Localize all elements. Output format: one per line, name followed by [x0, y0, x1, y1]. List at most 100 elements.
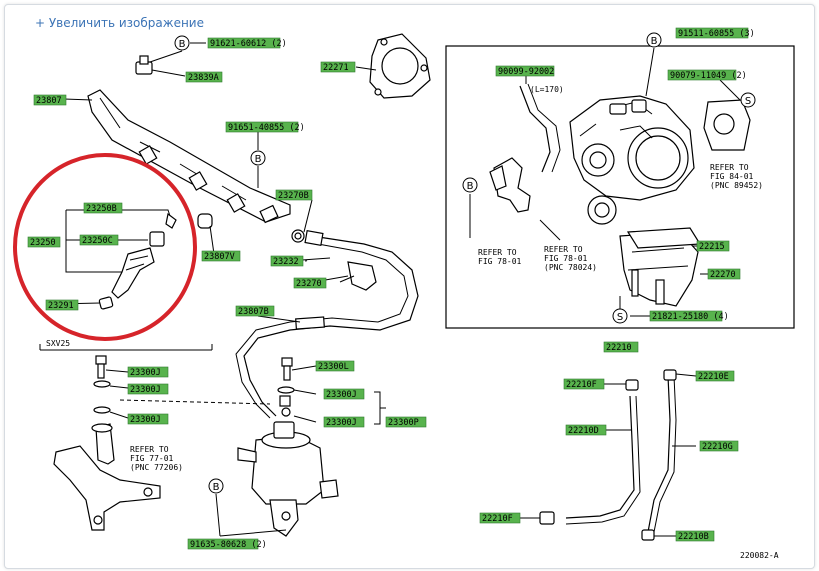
marker-b-3: B: [646, 32, 662, 48]
tag-23270[interactable]: 23270: [293, 277, 327, 289]
svg-text:21821-25180 (4): 21821-25180 (4): [652, 312, 729, 322]
hose-length-note: (L=170): [530, 85, 564, 94]
refer-77-line1: REFER TO: [130, 445, 169, 454]
svg-text:23807: 23807: [36, 96, 62, 106]
tag-22271[interactable]: 22271: [320, 61, 356, 73]
svg-text:22215: 22215: [699, 242, 725, 252]
tag-22210f-1[interactable]: 22210F: [563, 378, 605, 390]
grommet-23807v: [197, 213, 215, 255]
svg-text:B: B: [213, 482, 220, 493]
gasket-22271: [369, 33, 431, 99]
tag-22215[interactable]: 22215: [696, 240, 730, 252]
iac-valve-22270: [619, 231, 699, 307]
svg-text:91635-80628 (2): 91635-80628 (2): [190, 540, 267, 550]
refer-78b-line2: FIG 78-01: [544, 254, 588, 263]
marker-b-4: B: [462, 177, 478, 193]
tag-91621[interactable]: 91621-60612 (2): [207, 37, 287, 49]
tag-23807b[interactable]: 23807B: [235, 305, 275, 317]
marker-s-1: S: [740, 92, 756, 108]
svg-text:B: B: [255, 154, 262, 165]
marker-b-1: B: [174, 35, 190, 51]
throttle-sensor: [703, 99, 751, 151]
svg-text:90079-11049 (2): 90079-11049 (2): [670, 71, 747, 81]
svg-text:23807V: 23807V: [204, 252, 235, 262]
tag-22210[interactable]: 22210: [603, 341, 639, 353]
tag-23270b[interactable]: 23270B: [275, 189, 313, 201]
svg-text:22271: 22271: [323, 63, 349, 73]
svg-text:23807B: 23807B: [238, 307, 269, 317]
svg-text:23300J: 23300J: [326, 418, 357, 428]
tag-23300j-5[interactable]: 23300J: [323, 416, 365, 428]
svg-text:91511-60855 (3): 91511-60855 (3): [678, 29, 755, 39]
svg-text:23300J: 23300J: [326, 390, 357, 400]
tag-91511[interactable]: 91511-60855 (3): [675, 27, 755, 39]
svg-text:22210B: 22210B: [678, 532, 709, 542]
svg-text:23300J: 23300J: [130, 385, 161, 395]
tag-23300l[interactable]: 23300L: [315, 360, 355, 372]
tag-90099[interactable]: 90099-92002: [495, 65, 555, 77]
refer-78a-line1: REFER TO: [478, 248, 517, 257]
tag-22210f-2[interactable]: 22210F: [479, 512, 521, 524]
fuel-rail: [87, 89, 291, 224]
tag-23300j-2[interactable]: 23300J: [127, 383, 169, 395]
tag-23300j-4[interactable]: 23300J: [323, 388, 365, 400]
tag-23300p[interactable]: 23300P: [385, 416, 427, 428]
refer-78a-line2: FIG 78-01: [478, 257, 522, 266]
fuel-filter-assembly: [237, 395, 339, 537]
tag-22210g[interactable]: 22210G: [699, 440, 739, 452]
refer-77-line2: FIG 77-01: [130, 454, 174, 463]
tag-22210b[interactable]: 22210B: [675, 530, 715, 542]
tag-23300j-3[interactable]: 23300J: [127, 413, 169, 425]
svg-text:22210: 22210: [606, 343, 632, 353]
tag-23807v[interactable]: 23807V: [201, 250, 241, 262]
hose-90099: [519, 83, 561, 173]
tag-21821[interactable]: 21821-25180 (4): [649, 310, 729, 322]
refer-84-line2: FIG 84-01: [710, 172, 754, 181]
svg-text:23250C: 23250C: [82, 236, 113, 246]
figure-number: 220082-A: [740, 551, 779, 560]
tag-23250[interactable]: 23250: [27, 236, 61, 248]
svg-text:S: S: [617, 312, 623, 323]
svg-text:90099-92002: 90099-92002: [498, 67, 554, 77]
svg-text:91621-60612 (2): 91621-60612 (2): [210, 39, 287, 49]
svg-text:23250B: 23250B: [86, 204, 117, 214]
svg-text:22210G: 22210G: [702, 442, 733, 452]
tag-23291[interactable]: 23291: [45, 299, 79, 311]
svg-text:S: S: [745, 96, 751, 107]
throttle-body-frame: [445, 45, 795, 329]
injector-group: [65, 209, 177, 310]
svg-text:23300J: 23300J: [130, 415, 161, 425]
svg-text:B: B: [467, 181, 474, 192]
svg-text:23232: 23232: [273, 257, 299, 267]
tag-23300j-1[interactable]: 23300J: [127, 366, 169, 378]
highlight-circle: [13, 153, 197, 341]
tag-23250b[interactable]: 23250B: [83, 202, 123, 214]
svg-text:23839A: 23839A: [188, 73, 219, 83]
bolts-23300: [93, 355, 386, 425]
washer-23270b: [291, 199, 313, 243]
union-bolt-23270: [339, 261, 377, 291]
svg-text:23300L: 23300L: [318, 362, 349, 372]
tag-23250c[interactable]: 23250C: [79, 234, 119, 246]
svg-text:23270B: 23270B: [278, 191, 309, 201]
tag-23807[interactable]: 23807: [33, 94, 67, 106]
bracket-left: [489, 157, 531, 213]
tag-23839a[interactable]: 23839A: [185, 71, 223, 83]
tag-22270[interactable]: 22270: [707, 268, 741, 280]
tag-90079[interactable]: 90079-11049 (2): [667, 69, 747, 81]
svg-text:91651-40855 (2): 91651-40855 (2): [228, 123, 305, 133]
svg-text:B: B: [651, 36, 658, 47]
gasket-22215: [626, 227, 702, 249]
tag-91635[interactable]: 91635-80628 (2): [187, 538, 267, 550]
tag-91651[interactable]: 91651-40855 (2): [225, 121, 305, 133]
tag-22210e[interactable]: 22210E: [695, 370, 735, 382]
zoom-image-link[interactable]: + Увеличить изображение: [35, 16, 204, 30]
svg-text:B: B: [179, 39, 186, 50]
svg-text:23250: 23250: [30, 238, 56, 248]
marker-b-2: B: [250, 150, 266, 166]
refer-84-line1: REFER TO: [710, 163, 749, 172]
model-note-sxv25: SXV25: [46, 339, 70, 348]
tag-23232[interactable]: 23232: [270, 255, 304, 267]
tag-22210d[interactable]: 22210D: [565, 424, 607, 436]
